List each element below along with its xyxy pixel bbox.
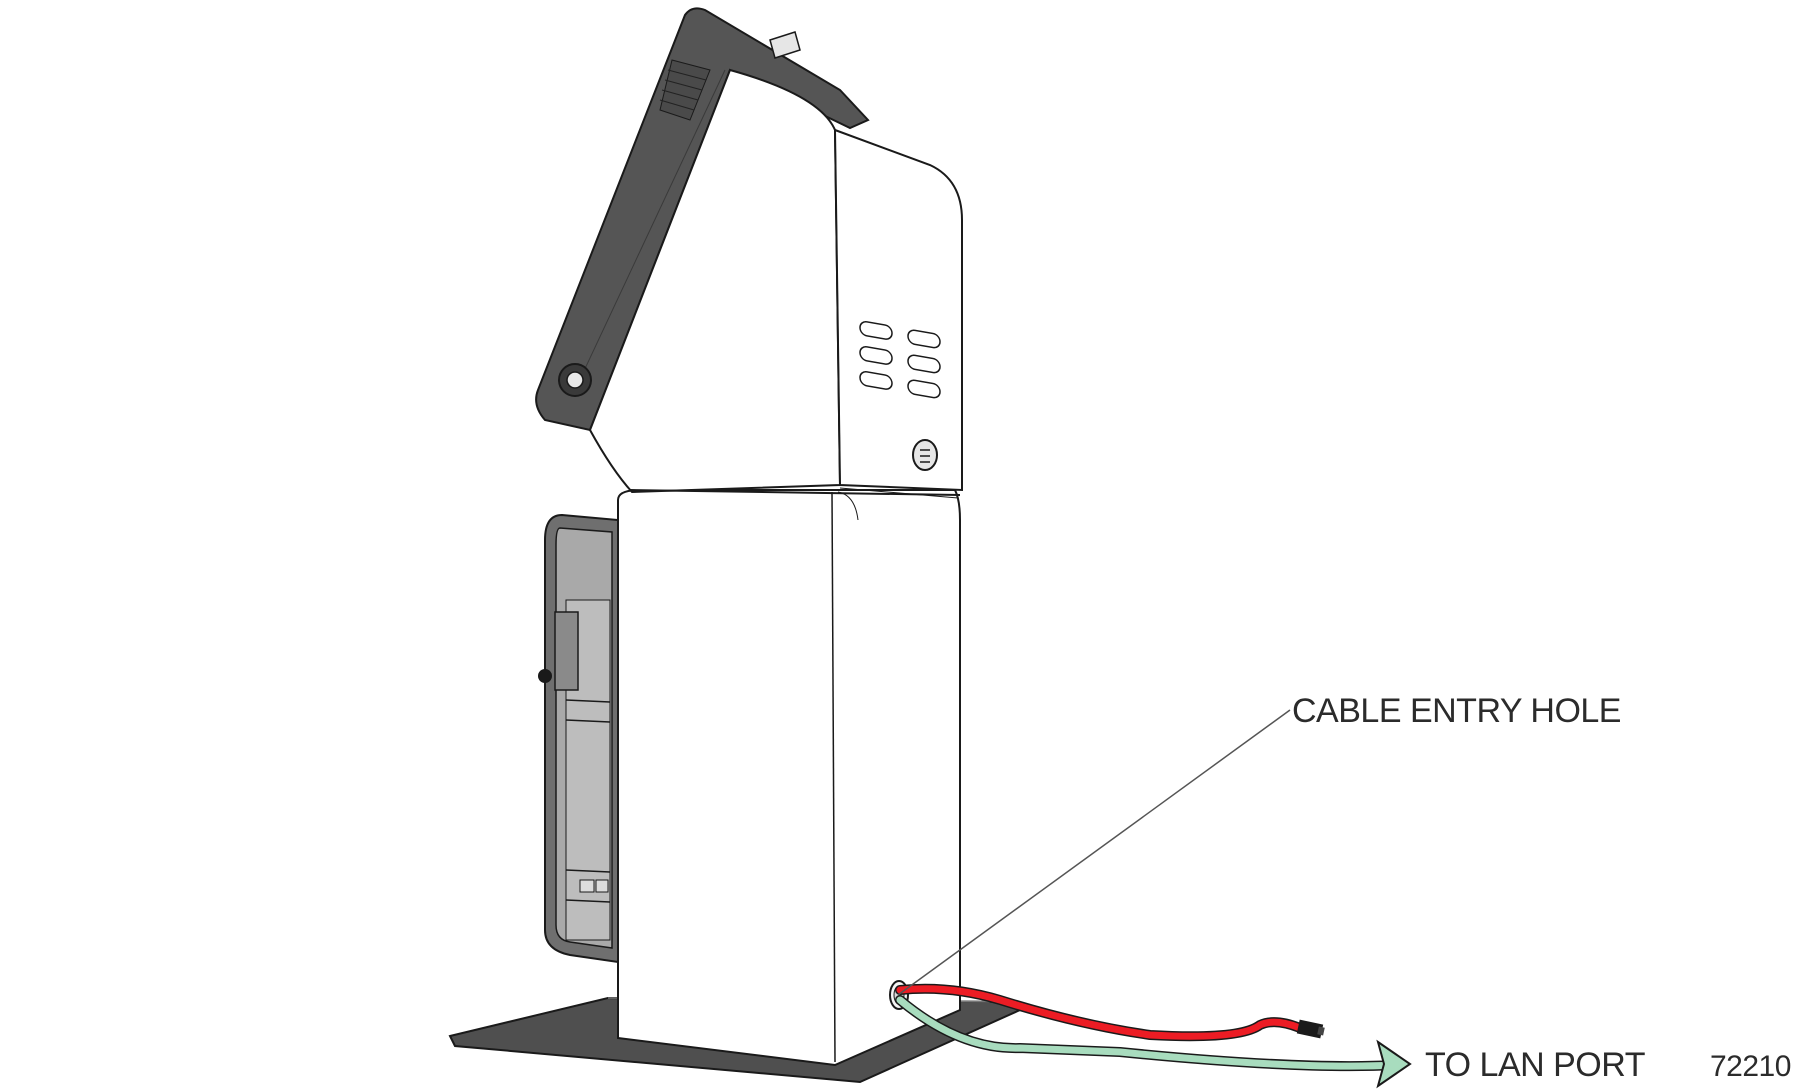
pedestal-body	[617, 489, 961, 1067]
cables	[895, 983, 1412, 1089]
power-connector-icon	[1296, 1019, 1325, 1039]
to-lan-port-label: TO LAN PORT	[1425, 1046, 1645, 1084]
cable-entry-hole-label: CABLE ENTRY HOLE	[1292, 692, 1621, 730]
figure-number: 72210	[1710, 1050, 1791, 1083]
lock-icon	[912, 439, 938, 471]
speaker-slots	[859, 321, 941, 399]
door-latch-knob	[538, 669, 552, 683]
bezel-vent	[659, 59, 711, 121]
top-handle	[769, 31, 801, 59]
cable-entry-leader-line	[897, 709, 1291, 996]
green-cable-arrow-icon	[1376, 1039, 1412, 1089]
kiosk-head	[535, 7, 963, 499]
side-door-panel	[538, 513, 619, 964]
